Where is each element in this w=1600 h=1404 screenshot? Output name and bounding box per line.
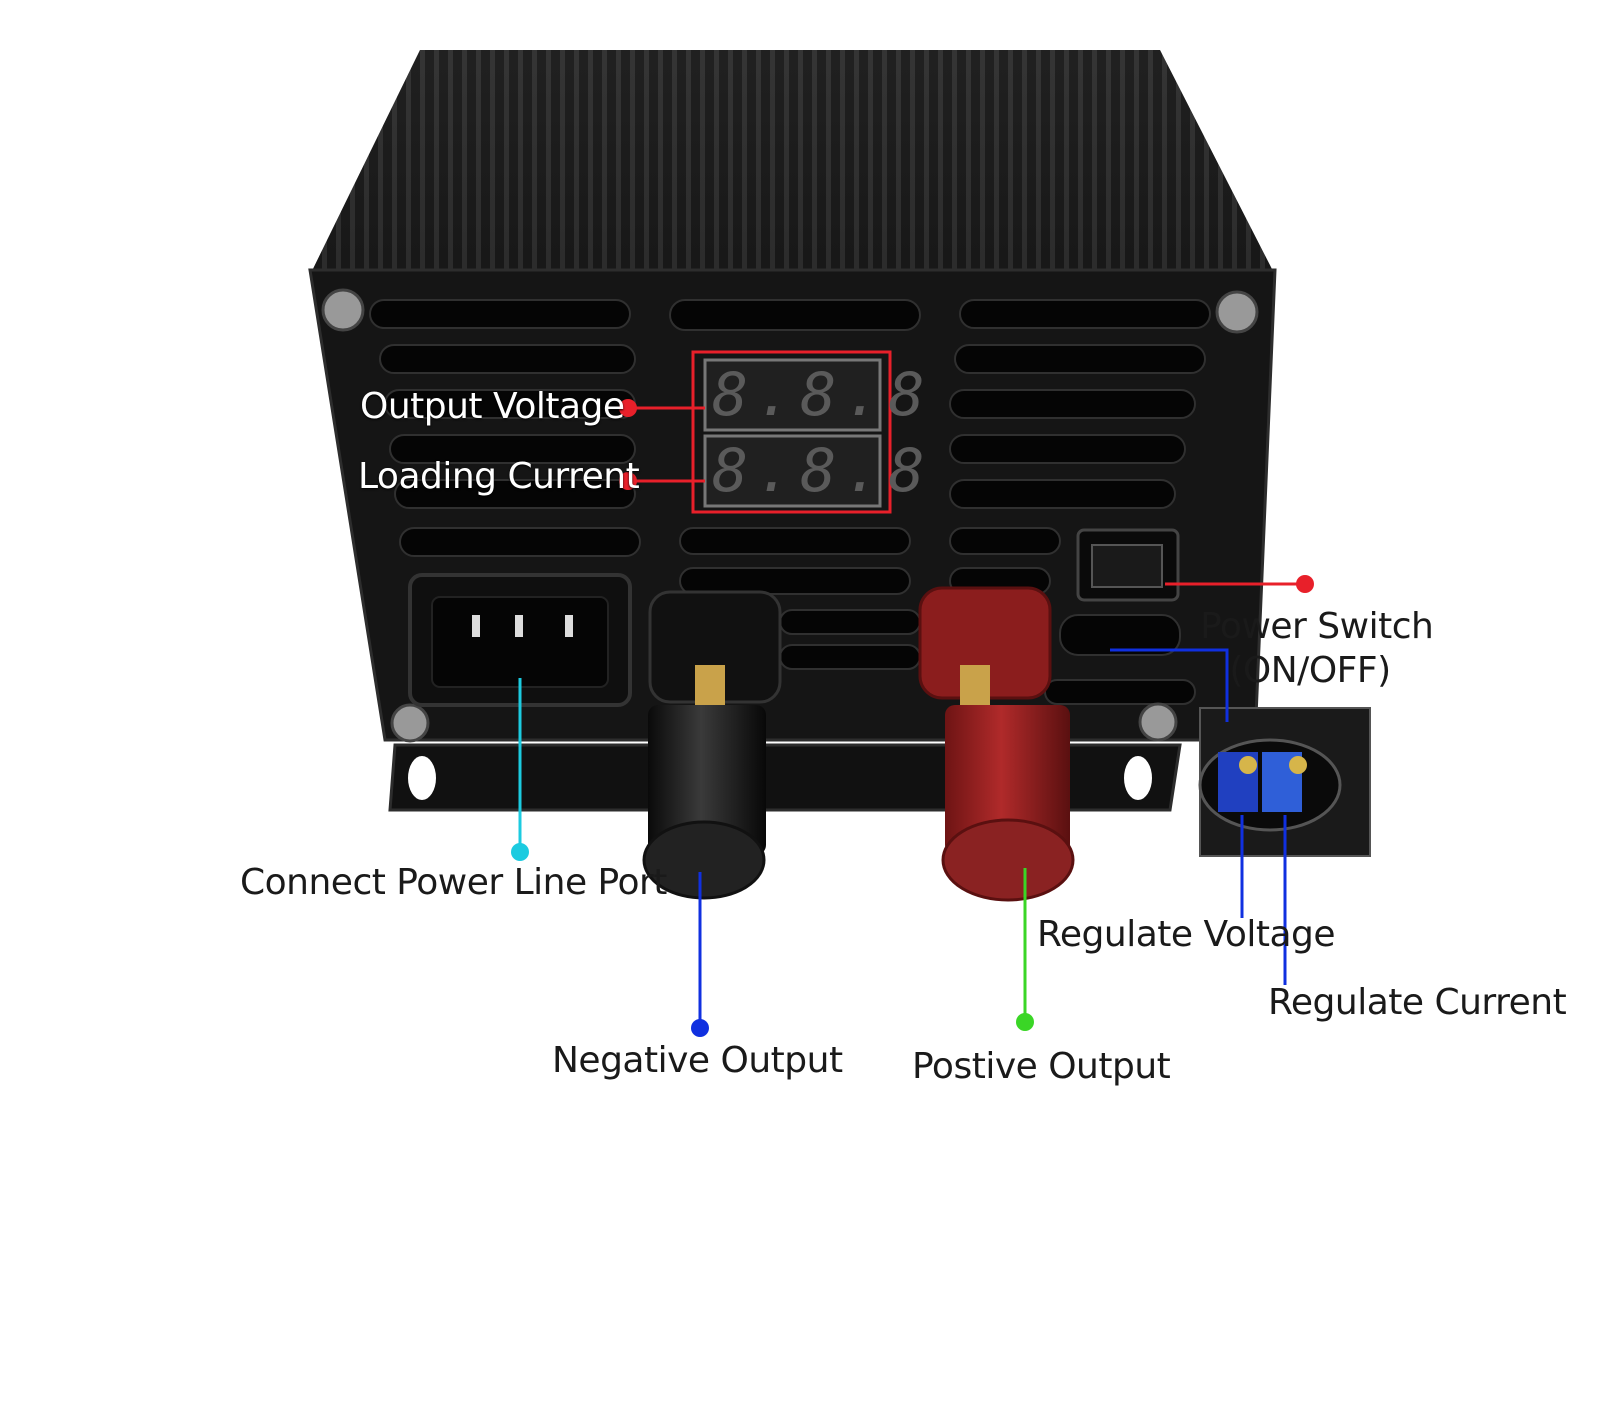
label-power-switch: Power Switch (ON/OFF) [1200, 605, 1434, 693]
voltage-readout: 8.8.8 [712, 360, 933, 430]
label-power-switch-line2: (ON/OFF) [1229, 650, 1391, 691]
label-power-switch-line1: Power Switch [1200, 606, 1434, 647]
positive-terminal [918, 586, 1075, 902]
current-display [703, 434, 882, 508]
current-readout: 8.8.8 [712, 436, 933, 506]
label-output-voltage: Output Voltage [360, 386, 625, 427]
label-postive-output: Postive Output [912, 1046, 1171, 1087]
screws [321, 288, 1259, 743]
label-regulate-voltage: Regulate Voltage [1037, 914, 1336, 955]
negative-terminal [642, 590, 782, 900]
display-highlight-box [691, 350, 892, 514]
label-negative-output: Negative Output [552, 1040, 843, 1081]
label-connect-power-line-port: Connect Power Line Port [240, 862, 667, 903]
voltage-display [703, 358, 882, 432]
callouts [511, 399, 1314, 1037]
heatsink-top-shade [310, 50, 1275, 275]
label-loading-current: Loading Current [358, 456, 640, 497]
vent-slots [369, 299, 1211, 705]
label-regulate-current: Regulate Current [1268, 982, 1567, 1023]
